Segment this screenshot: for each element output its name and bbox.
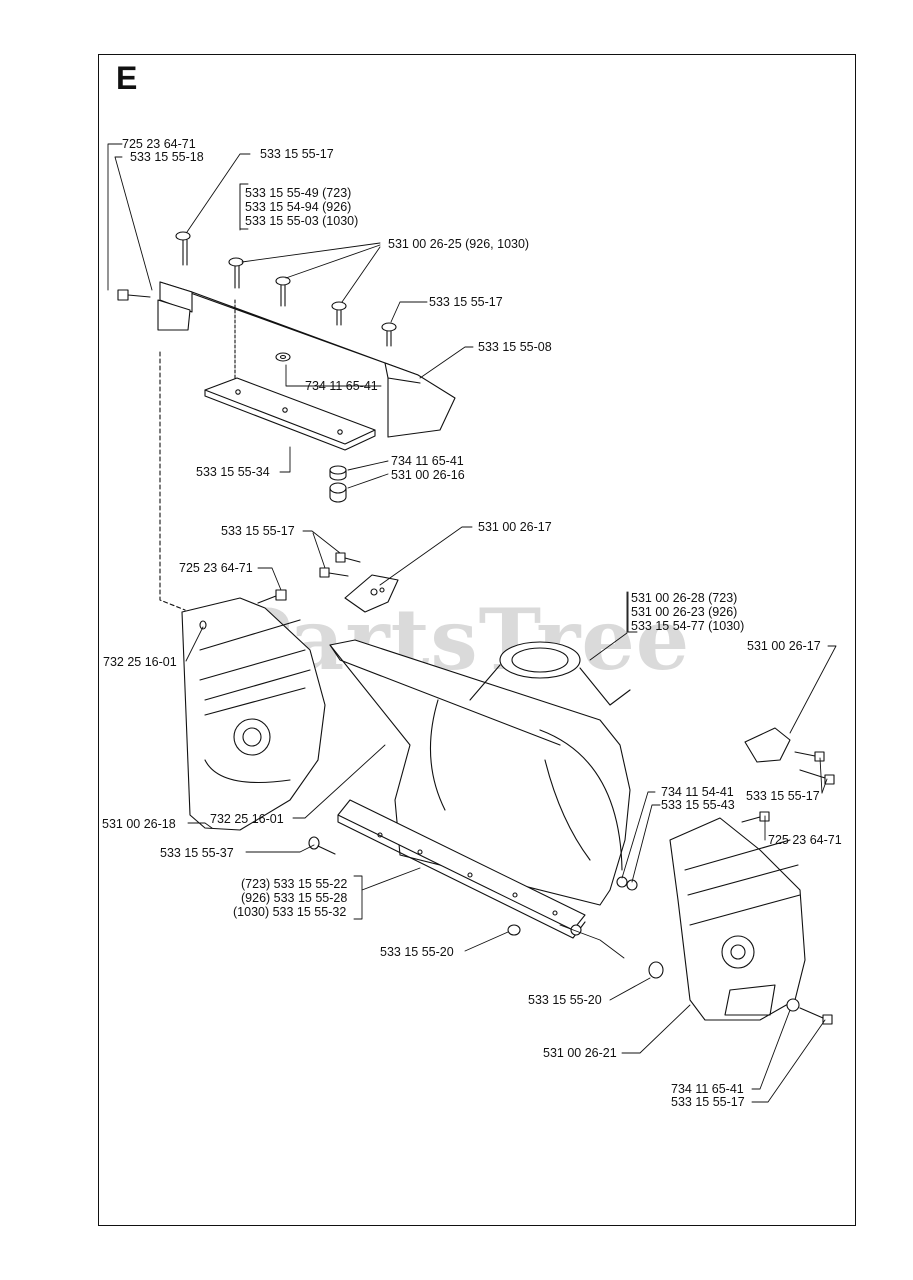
part-number-label: 533 15 55-17 (260, 147, 334, 161)
part-number-label: 531 00 26-25 (926, 1030) (388, 237, 530, 251)
part-number-label: 533 15 55-17 (671, 1095, 745, 1109)
part-number-label: 533 15 55-34 (196, 465, 270, 479)
washer-and-spacer (276, 353, 346, 502)
left-side-bolt (258, 590, 286, 603)
section-letter: E (116, 60, 138, 96)
diagram-frame (98, 54, 856, 1226)
callout-leaders (108, 144, 836, 1102)
part-number-label: 725 23 64-71 (768, 833, 842, 847)
part-number-label: 533 15 55-18 (130, 150, 204, 164)
part-number-label: 533 15 55-17 (221, 524, 295, 538)
part-number-label: 734 11 65-41 (671, 1082, 744, 1096)
part-number-label: 725 23 64-71 (122, 137, 196, 151)
part-number-label: 725 23 64-71 (179, 561, 253, 575)
part-number-label: (926) 533 15 55-28 (241, 891, 348, 905)
part-number-label: 732 25 16-01 (210, 812, 284, 826)
right-chute-bracket (745, 728, 834, 784)
part-number-label: (1030) 533 15 55-32 (233, 905, 347, 919)
part-number-label: 533 15 55-20 (380, 945, 454, 959)
part-number-label: 734 11 54-41 (661, 785, 734, 799)
part-number-label: 533 15 55-20 (528, 993, 602, 1007)
part-number-label: 732 25 16-01 (103, 655, 177, 669)
part-number-label: (723) 533 15 55-22 (241, 877, 348, 891)
right-fasteners (617, 812, 832, 1024)
top-rail-bracket (158, 282, 455, 437)
part-number-label: 531 00 26-21 (543, 1046, 617, 1060)
part-number-label: 531 00 26-17 (747, 639, 821, 653)
part-number-label: 533 15 55-08 (478, 340, 552, 354)
part-number-label: 533 15 55-17 (746, 789, 820, 803)
part-number-label: 533 15 55-37 (160, 846, 234, 860)
part-number-label: 533 15 55-43 (661, 798, 735, 812)
part-number-label: 734 11 65-41 (305, 379, 378, 393)
part-number-label: 531 00 26-23 (926) (631, 605, 738, 619)
chute-bracket (320, 553, 398, 612)
part-number-label: 533 15 55-49 (723) (245, 186, 352, 200)
left-side-plate (182, 598, 325, 830)
part-number-label: 533 15 55-17 (429, 295, 503, 309)
part-number-label: 533 15 54-77 (1030) (631, 619, 745, 633)
part-number-label: 531 00 26-18 (102, 817, 176, 831)
right-side-plate (670, 818, 805, 1020)
part-number-label: 531 00 26-16 (391, 468, 465, 482)
side-bolt-top (118, 290, 150, 300)
part-number-label: 734 11 65-41 (391, 454, 464, 468)
callout-brackets (240, 184, 637, 919)
part-number-label: 531 00 26-17 (478, 520, 552, 534)
part-number-label: 533 15 54-94 (926) (245, 200, 352, 214)
part-number-label: 531 00 26-28 (723) (631, 591, 738, 605)
part-number-label: 533 15 55-03 (1030) (245, 214, 359, 228)
lower-plate (205, 300, 375, 450)
carriage-bolts (176, 232, 396, 346)
